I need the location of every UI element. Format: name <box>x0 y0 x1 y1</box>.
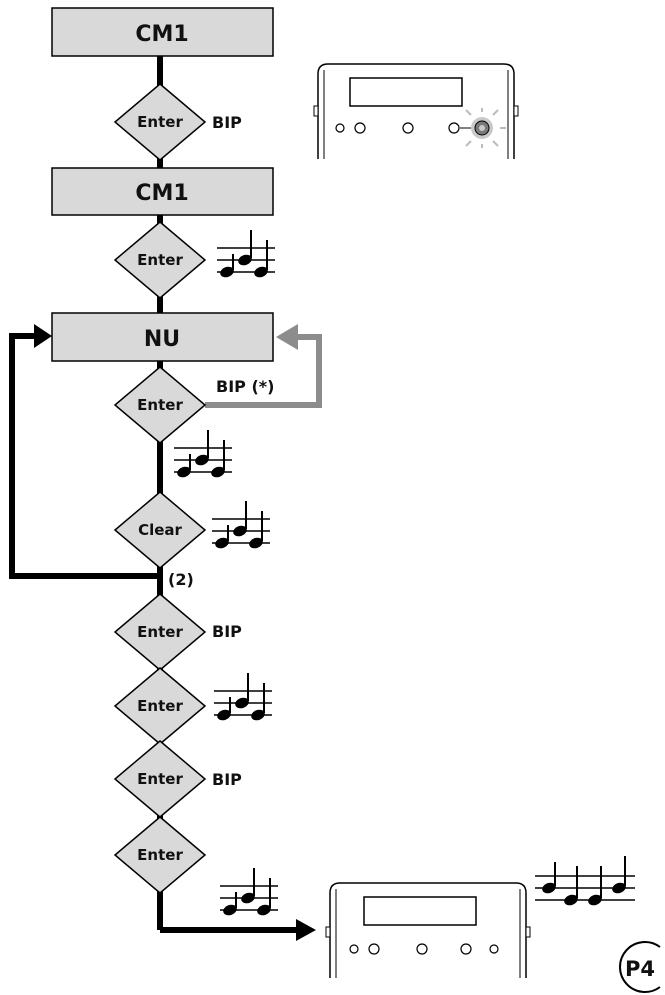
decision-enter-5: Enter <box>114 667 206 745</box>
page-badge: P4 <box>619 941 661 993</box>
box-nu-label: NU <box>144 327 180 352</box>
decision-enter-3-label: Enter <box>137 396 183 414</box>
device-icon <box>325 882 531 978</box>
loop-label: (2) <box>168 570 194 589</box>
signal-bip-6: BIP <box>212 770 242 789</box>
decision-enter-6-label: Enter <box>137 770 183 788</box>
box-cm1-second-label: CM1 <box>135 181 188 206</box>
device-icon <box>313 63 519 159</box>
decision-enter-1: Enter <box>114 83 206 161</box>
page-badge-label: P4 <box>625 957 655 981</box>
music-notes-icon <box>173 429 233 481</box>
decision-enter-6: Enter <box>114 740 206 818</box>
music-notes-icon <box>535 856 635 906</box>
final-arrowhead <box>296 919 316 941</box>
decision-enter-2-label: Enter <box>137 251 183 269</box>
box-nu: NU <box>51 312 274 362</box>
music-notes-icon <box>213 672 273 724</box>
box-cm1-second: CM1 <box>51 167 274 216</box>
decision-enter-2: Enter <box>114 221 206 299</box>
signal-bip-4: BIP <box>212 622 242 641</box>
signal-bip-star: BIP (*) <box>216 377 274 396</box>
music-notes-icon <box>211 500 271 552</box>
led-blinking-icon <box>460 108 506 148</box>
decision-enter-1-label: Enter <box>137 113 183 131</box>
feedback-arrowhead <box>276 324 298 350</box>
decision-enter-7-label: Enter <box>137 846 183 864</box>
loop-line <box>9 333 160 579</box>
signal-bip-1: BIP <box>212 113 242 132</box>
decision-enter-5-label: Enter <box>137 697 183 715</box>
decision-enter-3: Enter <box>114 366 206 444</box>
feedback-line <box>205 334 322 408</box>
music-notes-icon <box>216 229 276 281</box>
loop-arrowhead <box>34 324 52 348</box>
decision-enter-4-label: Enter <box>137 623 183 641</box>
decision-clear-1: Clear <box>114 491 206 569</box>
decision-enter-7: Enter <box>114 816 206 894</box>
box-cm1-top-label: CM1 <box>135 22 188 47</box>
decision-enter-4: Enter <box>114 593 206 671</box>
music-notes-icon <box>219 867 279 919</box>
box-cm1-top: CM1 <box>51 7 274 57</box>
decision-clear-1-label: Clear <box>138 521 182 539</box>
